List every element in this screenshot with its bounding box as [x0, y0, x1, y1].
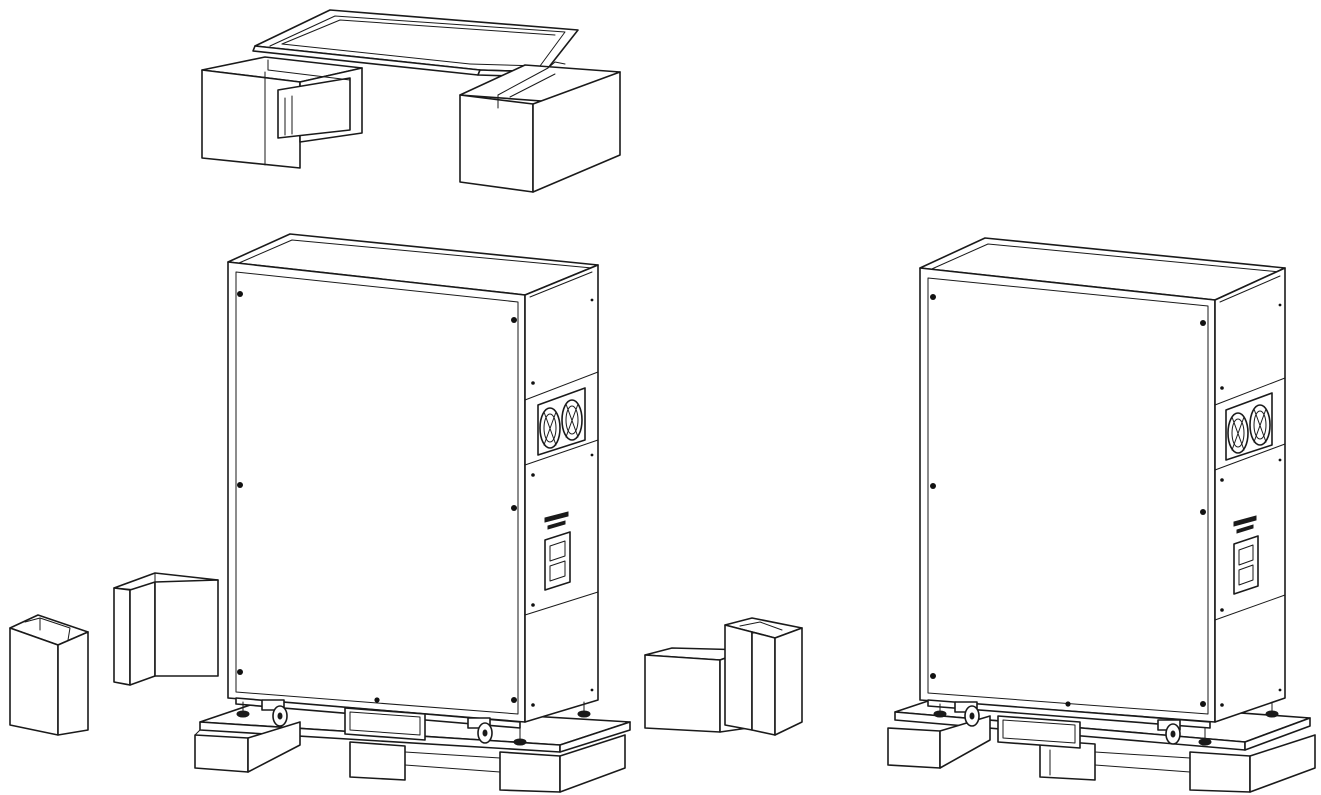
leveling-foot-icon: [236, 701, 591, 746]
packed-unit-scene: [9, 9, 803, 793]
cabinet: [919, 237, 1286, 776]
fan-grille-icon: [537, 387, 586, 456]
unpacked-unit-scene: [887, 237, 1316, 793]
caster-wheel-icon: [261, 699, 493, 744]
breaker-switch-icon: [544, 511, 571, 591]
caster-wheel-icon: [954, 701, 1181, 745]
cabinet: [227, 233, 599, 746]
leveling-foot-icon: [933, 702, 1279, 746]
fan-grille-icon: [1225, 392, 1273, 461]
foam-corner-right-back: [724, 617, 803, 736]
foam-corner-left-front: [9, 614, 89, 736]
foam-top-left-block: [201, 56, 363, 169]
breaker-switch-icon: [1233, 515, 1259, 595]
foam-corner-left-back: [113, 572, 219, 686]
foam-top-right-block: [459, 61, 621, 193]
